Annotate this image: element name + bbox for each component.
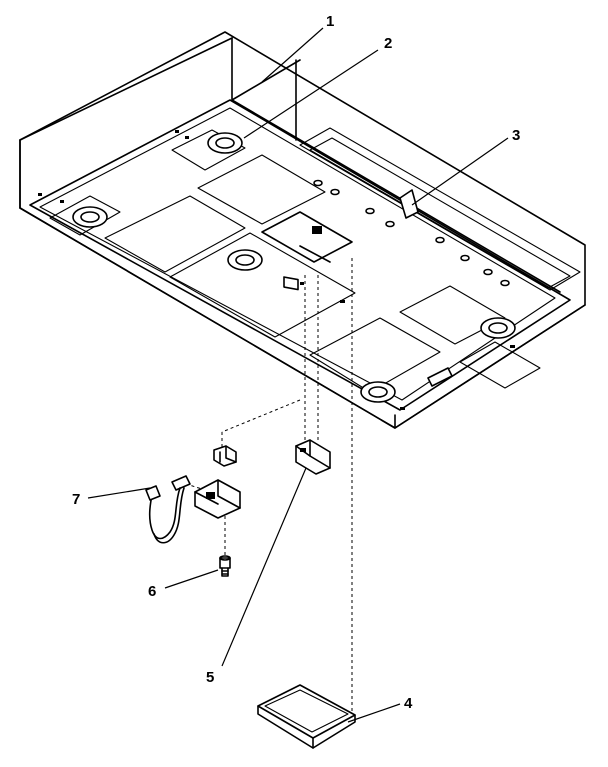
leader-lines bbox=[87, 27, 509, 723]
grommet-left bbox=[72, 206, 108, 228]
cover-part-4 bbox=[257, 684, 356, 749]
assembly-lines bbox=[179, 258, 353, 712]
grommet-right bbox=[480, 317, 516, 339]
grommet-center bbox=[227, 249, 263, 271]
grommet-front bbox=[360, 381, 396, 403]
grommet-rear bbox=[207, 132, 243, 154]
callout-5: 5 bbox=[206, 669, 214, 686]
callout-3: 3 bbox=[512, 127, 520, 144]
screw-part-6 bbox=[219, 555, 231, 577]
housing-part-1 bbox=[19, 31, 586, 429]
wire-harness-part-7 bbox=[145, 475, 191, 544]
callout-6: 6 bbox=[148, 583, 156, 600]
callout-4: 4 bbox=[404, 695, 413, 712]
callout-7: 7 bbox=[72, 491, 80, 508]
channel-holes bbox=[313, 179, 510, 287]
callout-2: 2 bbox=[384, 35, 392, 52]
switch-part-5 bbox=[295, 439, 331, 475]
callout-1: 1 bbox=[326, 13, 334, 30]
bracket-part bbox=[194, 479, 241, 519]
clip-retainer bbox=[213, 445, 237, 467]
